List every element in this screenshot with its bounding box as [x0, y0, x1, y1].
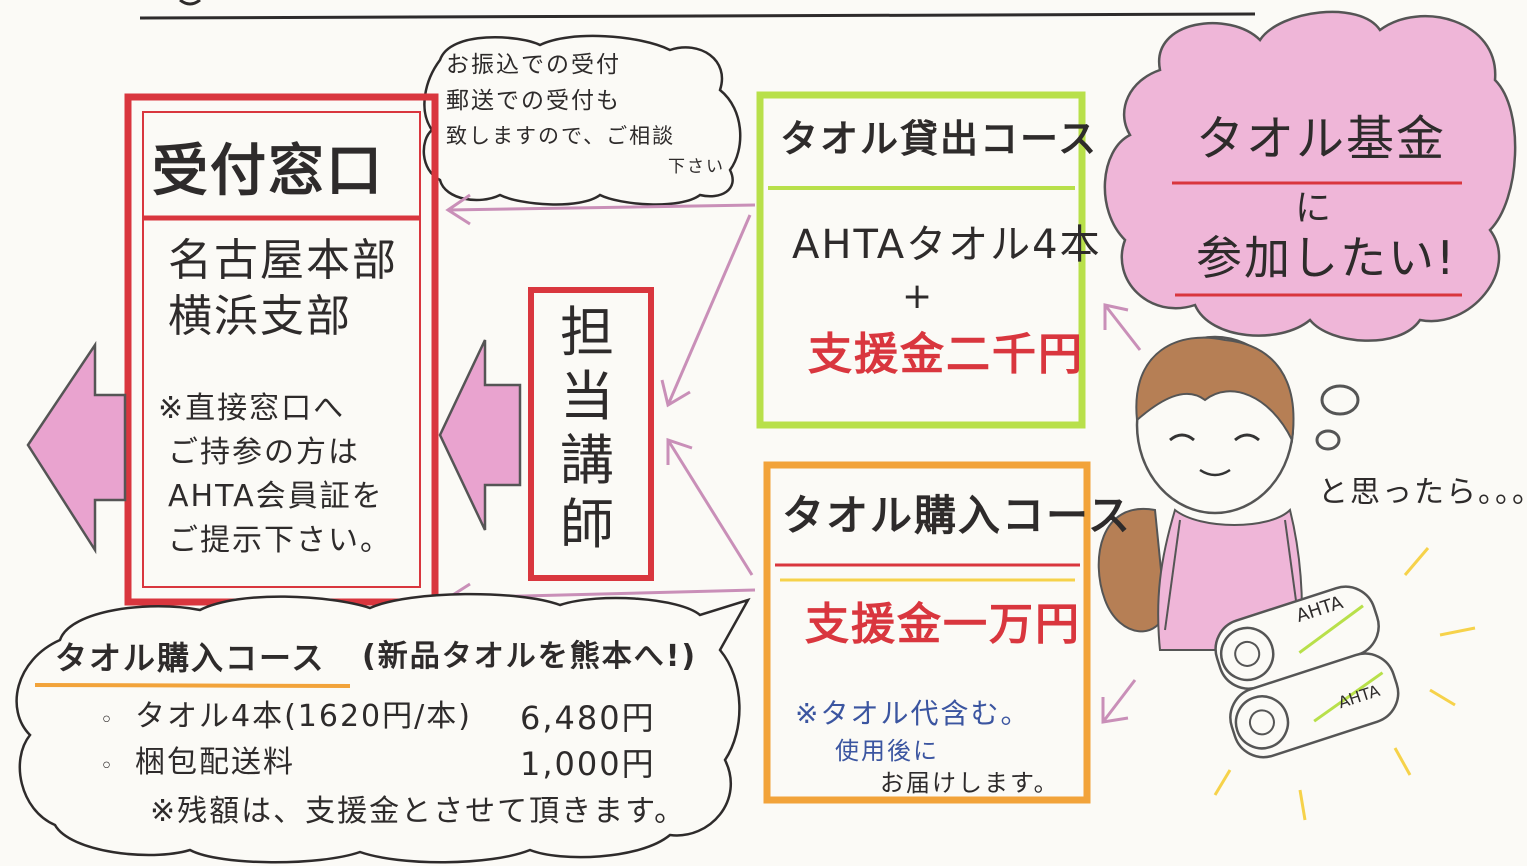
arrow-rental-to-reception	[447, 203, 756, 212]
reception-note-2: ご持参の方は	[168, 435, 360, 470]
reception-note-3: AHTA会員証を	[168, 479, 384, 514]
reception-note-1: ※直接窓口へ	[158, 391, 346, 426]
sparkle-lines	[1213, 547, 1476, 821]
instructor-char-3: 講	[560, 429, 616, 492]
arrow-purchase-to-instructor	[666, 439, 754, 576]
rental-course-support: 支援金二千円	[808, 329, 1084, 380]
rental-course-plus: +	[902, 276, 935, 317]
reception-inner-border	[142, 111, 421, 588]
top-heading-underline	[139, 12, 1256, 20]
breakdown-bullet-2: ◦	[100, 754, 113, 779]
right-eye	[1234, 433, 1260, 442]
thought-text: と思ったら。。。	[1318, 475, 1527, 510]
instructor-char-1: 担	[560, 301, 616, 364]
mouth	[1199, 468, 1231, 477]
instructor-char-4: 師	[560, 493, 616, 556]
arrow-head-person-to-purchase	[1101, 697, 1129, 724]
rental-course-title: タオル貸出コース	[780, 117, 1099, 161]
rental-course-box	[756, 91, 1086, 429]
purchase-course-note-3: お届けします。	[880, 769, 1060, 797]
rental-course-item: AHTAタオル4本	[792, 222, 1102, 268]
mail-bubble-line-2: 郵送での受付も	[446, 88, 621, 114]
breakdown-row-2-amount: 1,000円	[520, 745, 656, 783]
cloud-line-3: 参加したい!	[1196, 231, 1457, 285]
purchase-course-box	[763, 461, 1091, 804]
reception-title: 受付窓口	[152, 139, 384, 204]
cloud-line-1: タオル基金	[1196, 111, 1447, 167]
purchase-course-support: 支援金一万円	[805, 599, 1081, 650]
reception-note-4: ご提示下さい。	[168, 523, 392, 558]
arrow-rental-to-instructor	[666, 214, 752, 406]
towel-roll-lower	[1229, 652, 1400, 759]
purchase-course-title: タオル購入コース	[782, 491, 1132, 540]
reception-line-1: 名古屋本部	[168, 235, 398, 286]
ponytail	[1097, 507, 1167, 633]
pink-arrow-left-large	[26, 340, 127, 555]
breakdown-row-2-label: 梱包配送料	[135, 745, 295, 780]
breakdown-speech-bubble	[15, 592, 751, 864]
thought-bubble-dot-small	[1315, 429, 1341, 451]
left-eye	[1169, 433, 1195, 442]
breakdown-heading-underline	[34, 683, 351, 688]
thought-bubble-dot-large	[1320, 384, 1360, 416]
arrow-person-to-purchase	[1101, 679, 1137, 723]
breakdown-heading-note: (新品タオルを熊本へ!)	[362, 639, 698, 674]
mail-bubble-line-3: 致しますので、ご相談	[446, 124, 676, 148]
arrow-head-rental-to-instructor	[660, 379, 691, 408]
instructor-box	[528, 287, 654, 581]
hair	[1135, 336, 1295, 444]
thought-cloud	[1103, 10, 1517, 342]
arrow-person-to-rental	[1103, 304, 1142, 351]
breakdown-row-1-amount: 6,480円	[520, 699, 656, 737]
breakdown-bullet-1: ◦	[100, 708, 113, 733]
pink-arrow-left-middle	[438, 339, 522, 531]
purchase-course-note-1: ※タオル代含む。	[795, 697, 1031, 730]
mail-bubble-line-4: 下さい	[668, 157, 725, 177]
top-heading-fragment	[179, 0, 201, 6]
instructor-char-2: 当	[560, 365, 616, 428]
arrow-head-purchase-to-instructor	[666, 437, 693, 465]
woman-illustration	[1097, 335, 1476, 821]
breakdown-heading: タオル購入コース	[55, 639, 326, 677]
breakdown-row-1-label: タオル4本(1620円/本)	[135, 699, 472, 734]
breakdown-footnote: ※残額は、支援金とさせて頂きます。	[150, 794, 687, 829]
arrow-head-rental-to-reception	[445, 193, 471, 226]
mail-bubble-line-1: お振込での受付	[446, 52, 621, 78]
arrow-head-person-to-rental	[1103, 303, 1129, 330]
apron-strap-left	[1164, 519, 1181, 631]
purchase-course-note-2: 使用後に	[835, 737, 939, 765]
reception-line-2: 横浜支部	[168, 291, 352, 342]
cloud-line-2: に	[1295, 188, 1334, 229]
